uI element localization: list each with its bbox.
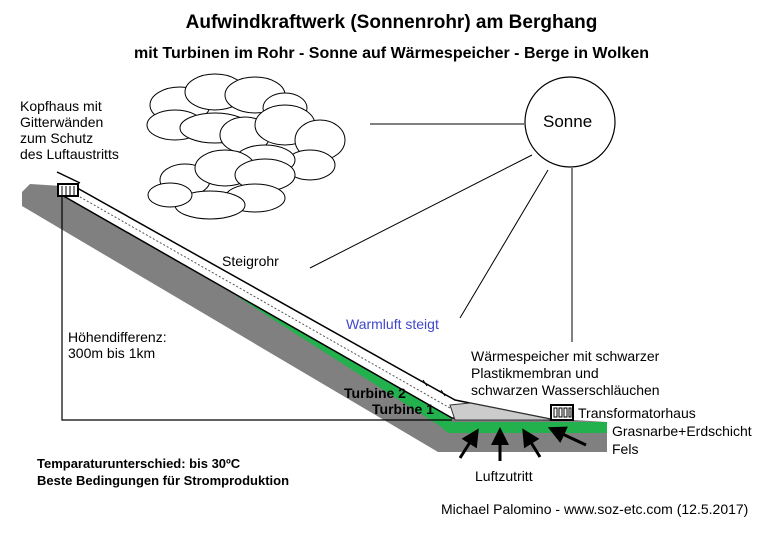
label-turbine-1: Turbine 1 xyxy=(372,401,434,417)
transformer-house-icon xyxy=(550,404,574,421)
rock-layer xyxy=(22,184,607,452)
label-sonne: Sonne xyxy=(543,112,593,131)
label-line: Höhendifferenz: xyxy=(68,329,167,345)
page-title: Aufwindkraftwerk (Sonnenrohr) am Berghan… xyxy=(185,12,598,33)
label-luftzutritt: Luftzutritt xyxy=(475,468,533,484)
label-steigrohr: Steigrohr xyxy=(222,253,279,269)
label-best-conditions: Beste Bedingungen für Stromproduktion xyxy=(37,473,290,488)
head-house-icon xyxy=(56,171,81,197)
label-line: des Luftaustritts xyxy=(20,146,119,162)
height-line xyxy=(61,192,452,421)
label-line: Kopfhaus mit xyxy=(20,98,102,114)
sun-circle xyxy=(524,76,616,168)
label-turbine-2: Turbine 2 xyxy=(344,385,406,401)
clouds xyxy=(146,73,346,220)
label-line: zum Schutz xyxy=(20,130,94,146)
label-temperature: Temparaturunterschied: bis 30ºC xyxy=(37,456,241,471)
label-grasnarbe: Grasnarbe+Erdschicht xyxy=(612,423,752,439)
pipe-inner-line xyxy=(65,188,451,409)
label-transformatorhaus: Transformatorhaus xyxy=(578,405,696,421)
label-warmluft: Warmluft steigt xyxy=(346,316,439,332)
cloud-bottom xyxy=(147,149,296,220)
label-fels: Fels xyxy=(612,441,639,457)
air-intake-arrows xyxy=(458,426,587,461)
label-line: 300m bis 1km xyxy=(68,345,156,361)
sun-rays xyxy=(309,123,573,342)
label-hoehe: Höhendifferenz:300m bis 1km xyxy=(68,329,167,361)
credit: Michael Palomino - www.soz-etc.com (12.5… xyxy=(441,501,749,517)
label-line: Plastikmembran und xyxy=(471,365,599,381)
label-line: schwarzen Wasserschläuchen xyxy=(471,382,660,398)
label-line: Gitterwänden xyxy=(20,114,104,130)
page-subtitle: mit Turbinen im Rohr - Sonne auf Wärmesp… xyxy=(133,45,650,62)
grass-layer xyxy=(238,290,607,433)
label-line: Wärmespeicher mit schwarzer xyxy=(471,348,660,364)
heat-storage xyxy=(449,402,556,421)
turbine-marks xyxy=(422,379,446,397)
